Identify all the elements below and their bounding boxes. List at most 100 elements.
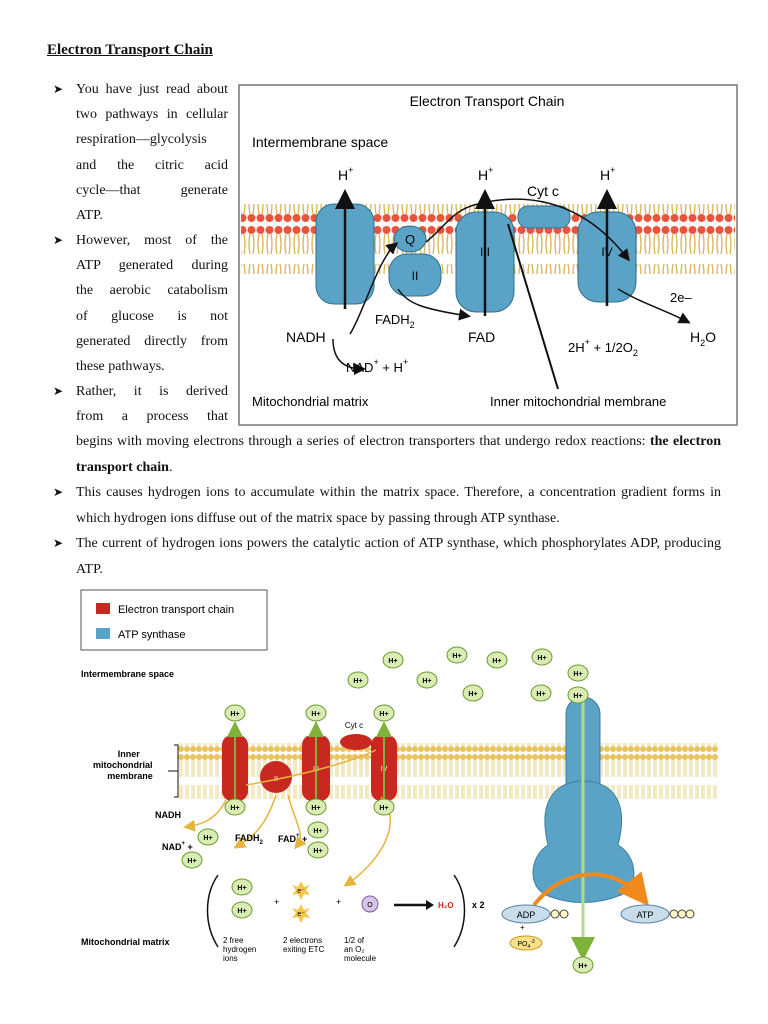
hplus-ion-icon	[305, 798, 327, 816]
hplus-label: H+	[237, 885, 246, 892]
electron-label: e⁻	[297, 911, 305, 918]
cytc-protein	[340, 734, 372, 750]
hplus-ion-icon	[197, 828, 219, 846]
atp-molecule	[620, 904, 670, 924]
oxygen-atom-icon	[361, 895, 379, 913]
electron-star-icon	[292, 904, 310, 923]
nad-label: NAD+ +	[162, 841, 193, 852]
phospholipid-bilayer	[178, 743, 718, 799]
bullet-3: Rather, it is derived from a process tha…	[76, 379, 228, 429]
oxygen-equation: 2H+ + 1/2O2	[568, 337, 638, 358]
hplus-label: H+	[313, 828, 322, 835]
hplus-label: H+	[313, 848, 322, 855]
text-line: Rather, it is derived	[76, 384, 228, 399]
hplus-ion-icon	[446, 646, 468, 664]
hplus-ion-icon	[231, 878, 253, 896]
q-label: Q	[405, 232, 415, 247]
intermembrane-label: Intermembrane space	[252, 134, 388, 150]
text-line: of glucose is not	[76, 308, 228, 324]
hplus-ion-icon	[530, 684, 552, 702]
phosphorylation-arrow	[532, 871, 650, 907]
hplus-ion-icon	[181, 851, 203, 869]
water-label: H2O	[690, 329, 716, 348]
two-electrons-label: 2e–	[670, 290, 692, 305]
hplus-ion-icon	[572, 956, 594, 974]
nadh-arrow	[183, 799, 227, 832]
hplus-label: H+	[536, 691, 545, 698]
hplus-label: H+	[187, 858, 196, 865]
po4-label: PO4-3	[517, 939, 535, 950]
hplus-ion-icon	[486, 651, 508, 669]
membrane-bracket	[168, 744, 179, 798]
phosphate-icon	[550, 909, 560, 919]
legend-box	[80, 589, 268, 651]
phosphate-icon	[685, 909, 695, 919]
hplus-ion-icon	[373, 704, 395, 722]
text-line: You have just read about	[76, 82, 228, 97]
etc-complex-II	[260, 761, 292, 793]
atp-synthase-figure: Electron transport chain ATP synthase In…	[80, 589, 718, 974]
complex-II	[388, 253, 442, 297]
hplus-label: H+	[468, 691, 477, 698]
bullet-5: The current of hydrogen ions powers the …	[76, 536, 721, 577]
hplus-label: H+	[578, 963, 587, 970]
nadh-label: NADH	[155, 810, 181, 820]
text-line: ATP generated during	[76, 258, 228, 274]
caption-electrons: 2 electrons exiting ETC	[283, 936, 325, 954]
plus-sign: +	[336, 897, 341, 907]
legend-atp-label: ATP synthase	[118, 629, 185, 641]
hplus-label: H+	[237, 908, 246, 915]
adp-label: ADP	[517, 910, 536, 920]
electron-path	[617, 288, 691, 324]
hplus-ion-icon	[307, 841, 329, 859]
cytochrome-c	[517, 205, 571, 229]
text-line: the aerobic catabolism	[76, 283, 228, 299]
fad-arrow	[287, 794, 307, 850]
nad-label: NAD+ + H+	[346, 357, 408, 375]
membrane-pointer	[507, 223, 559, 390]
hplus-ion-icon	[347, 671, 369, 689]
bold-term: the electron transport chain	[76, 434, 721, 475]
fadh2-arrow	[233, 794, 277, 849]
hplus-label: H+	[537, 655, 546, 662]
hplus-label: H+	[452, 653, 461, 660]
hplus-label: H+	[422, 678, 431, 685]
ubiquinone	[393, 225, 427, 253]
hplus-ion-icon	[224, 798, 246, 816]
bullet-arrow-icon: ➤	[53, 384, 64, 398]
phosphate-icon	[559, 909, 569, 919]
hplus-ion-icon	[567, 664, 589, 682]
intermembrane-label: Intermembrane space	[81, 669, 174, 679]
text-line: and the citric acid	[76, 157, 228, 173]
cytc-label: Cyt c	[527, 183, 559, 199]
hplus-label: H+	[573, 671, 582, 678]
bullet-arrow-icon: ➤	[53, 233, 64, 247]
fadh2-arrow	[397, 288, 471, 321]
bullet-arrow-icon: ➤	[53, 485, 64, 499]
nadh-arrow	[332, 338, 366, 375]
hplus-ion-icon	[416, 671, 438, 689]
bullet-arrow-icon: ➤	[53, 536, 64, 550]
hplus-label: H+	[573, 693, 582, 700]
water-label: H₂O	[438, 901, 454, 910]
reaction-arrow-head	[426, 900, 434, 910]
left-paren	[206, 874, 219, 948]
bullet-2: However, most of the ATP generated durin…	[76, 228, 228, 379]
caption-oxygen: 1/2 of an O₂ molecule	[344, 936, 377, 963]
text-line: cycle—that generate	[76, 182, 228, 198]
phosphate-icon	[677, 909, 687, 919]
atp-label: ATP	[637, 910, 654, 920]
adp-molecule	[501, 904, 551, 924]
bullet-3-continued: begins with moving electrons through a s…	[76, 429, 721, 480]
hplus-label: H+	[311, 805, 320, 812]
matrix-label: Mitochondrial matrix	[252, 394, 369, 409]
legend-swatch-atp	[96, 628, 110, 639]
hplus-label: H+	[230, 711, 239, 718]
matrix-label: Mitochondrial matrix	[81, 937, 170, 947]
text-run: .	[168, 459, 173, 475]
bullet-4: This causes hydrogen ions to accumulate …	[76, 485, 721, 526]
hplus-ion-icon	[231, 901, 253, 919]
nadh-label: NADH	[286, 329, 326, 345]
fad-label: FAD	[468, 329, 495, 345]
hplus-label: H+	[230, 805, 239, 812]
